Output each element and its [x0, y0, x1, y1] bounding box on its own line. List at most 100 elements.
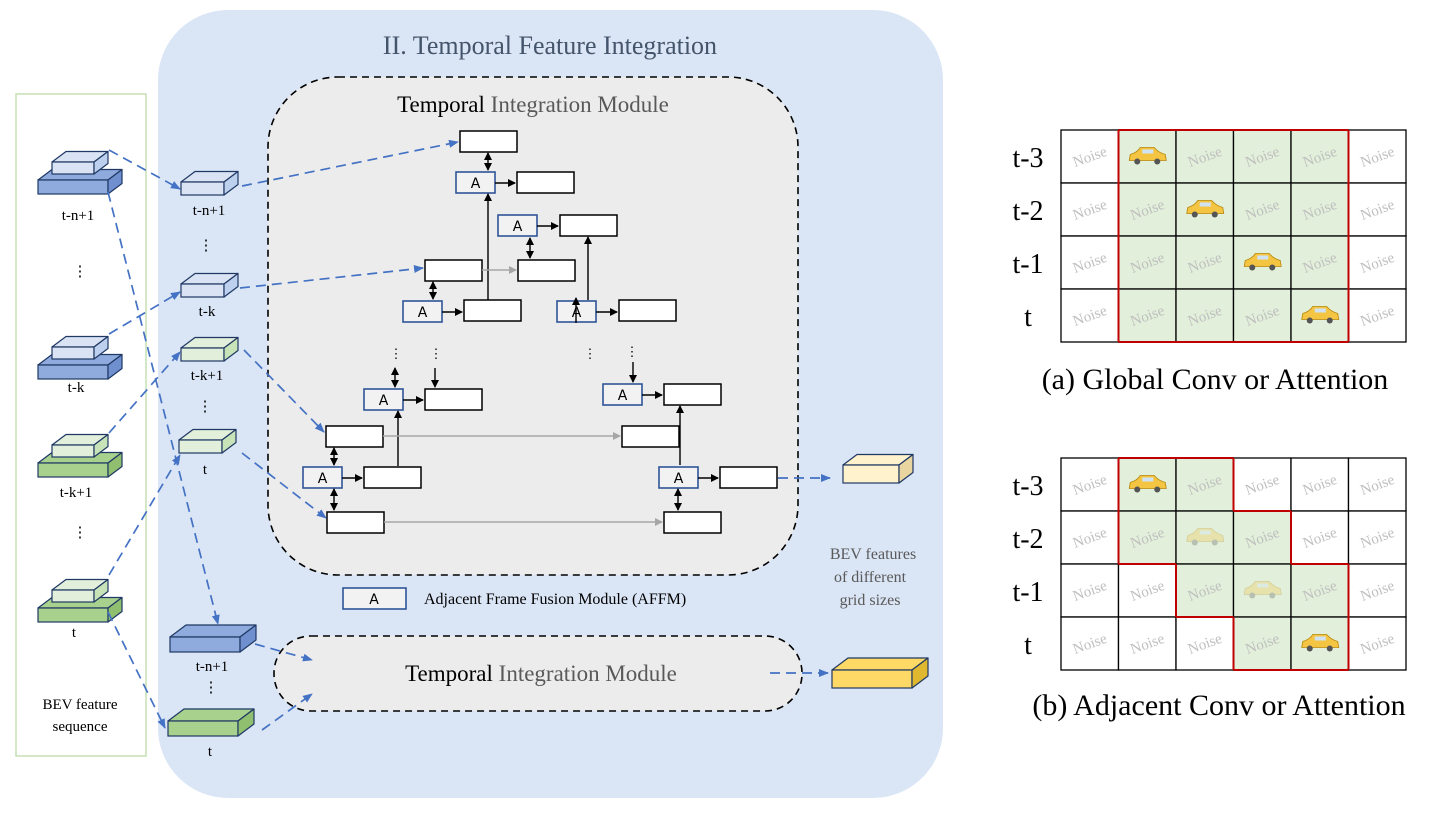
car-window — [1199, 530, 1211, 535]
mid-bottom-label-1: t-n+1 — [196, 659, 229, 675]
cell-bg — [1290, 510, 1350, 565]
grid-cell: Noise — [1232, 182, 1292, 237]
flow-arrow — [108, 149, 181, 190]
car-wheel — [1134, 158, 1141, 165]
car-wheel — [1326, 317, 1333, 324]
slab-side — [93, 433, 109, 458]
car-icon — [1186, 528, 1225, 546]
grid-cell: Noise — [1347, 510, 1407, 565]
slab-side — [898, 453, 914, 484]
feature-box-6 — [463, 299, 522, 322]
slab-front — [180, 181, 225, 196]
middle-inputs — [167, 170, 257, 737]
feature-box-9 — [663, 383, 722, 406]
grid-cell: Noise — [1232, 457, 1292, 512]
grid-cell: Noise — [1175, 235, 1235, 290]
temporal-module-bottom — [273, 635, 803, 712]
cell-bg — [1347, 129, 1407, 184]
grid-cell: Noise — [1060, 616, 1120, 671]
module-vdots-1: ⋮ — [390, 346, 403, 361]
slab-front — [842, 464, 900, 484]
car-wheel — [1269, 264, 1276, 271]
grid-cell: Noise — [1290, 510, 1350, 565]
grid-b-caption: (b) Adjacent Conv or Attention — [1032, 689, 1405, 722]
car-wheel — [1211, 211, 1218, 218]
grid-cell: Noise — [1117, 616, 1177, 671]
feature-box-5 — [517, 259, 576, 282]
left-label-3: t-k+1 — [60, 485, 93, 501]
car-wheel — [1134, 486, 1141, 493]
car-icon — [1186, 200, 1225, 218]
mid-label-2: t-k — [199, 304, 216, 320]
car-wheel — [1306, 317, 1313, 324]
grid-cell: Noise — [1117, 235, 1177, 290]
affm-letter: A — [318, 471, 328, 487]
affm-legend-letter: A — [369, 592, 379, 608]
car-window — [1314, 308, 1326, 313]
feature-box-11 — [621, 425, 680, 448]
flow-arrows — [107, 139, 831, 731]
slab-side — [223, 336, 239, 362]
left-stack-top-3 — [51, 433, 109, 458]
grid-cell: Noise — [1117, 563, 1177, 618]
grid-cell: Noise — [1347, 129, 1407, 184]
car-wheel — [1306, 645, 1313, 652]
output-feature-1 — [842, 453, 914, 484]
grid-cell: Noise — [1347, 288, 1407, 343]
left-stacks — [37, 150, 123, 623]
left-stack-top-1 — [51, 150, 109, 175]
temporal-module-top-title: Temporal Integration Module — [397, 92, 669, 117]
slab-front — [37, 462, 109, 478]
cell-bg — [1060, 510, 1120, 565]
mid-label-1: t-n+1 — [193, 203, 226, 219]
output-caption-2: of different — [834, 569, 907, 586]
module-vdots-4: ⋮ — [626, 344, 639, 359]
cell-bg — [1290, 129, 1350, 184]
cell-bg — [1347, 563, 1407, 618]
left-label-1: t-n+1 — [62, 208, 95, 224]
slab-front — [51, 346, 95, 360]
slab-front — [37, 607, 109, 623]
cell-bg — [1232, 182, 1292, 237]
slab-front — [180, 283, 225, 298]
grid-cell: Noise — [1290, 129, 1350, 184]
car-body — [1301, 634, 1340, 648]
feature-box-1 — [459, 130, 518, 153]
car-icon — [1301, 306, 1340, 324]
grid-cell — [1290, 288, 1350, 343]
left-stack-top-4 — [51, 578, 109, 603]
slab-front — [51, 161, 95, 175]
panel-title: II. Temporal Feature Integration — [383, 31, 717, 60]
grid-cell — [1290, 616, 1350, 671]
car-window — [1199, 202, 1211, 207]
grid-cell: Noise — [1290, 457, 1350, 512]
mid-input-3 — [180, 336, 239, 362]
output-caption-1: BEV features — [830, 546, 916, 563]
grid-cell: Noise — [1347, 182, 1407, 237]
grid-cell: Noise — [1060, 235, 1120, 290]
grid-a-caption: (a) Global Conv or Attention — [1042, 363, 1389, 396]
left-vdots-2: ⋮ — [73, 525, 88, 541]
left-vdots-1: ⋮ — [73, 264, 88, 280]
car-icon — [1128, 147, 1167, 165]
feature-box-8 — [424, 388, 483, 411]
flow-arrow — [108, 291, 181, 335]
grid-cell: Noise — [1232, 616, 1292, 671]
cell-bg — [1175, 457, 1235, 512]
affm-legend-text: Adjacent Frame Fusion Module (AFFM) — [424, 591, 686, 608]
cell-bg — [1347, 182, 1407, 237]
cell-bg — [1347, 288, 1407, 343]
flow-arrow — [243, 349, 325, 433]
left-label-2: t-k — [68, 380, 85, 396]
grid-cell: Noise — [1347, 563, 1407, 618]
grid-cell — [1175, 510, 1235, 565]
grid-cell: Noise — [1175, 563, 1235, 618]
car-wheel — [1249, 592, 1256, 599]
grid-cell: Noise — [1117, 288, 1177, 343]
slab-side — [237, 708, 255, 737]
grid-cell: Noise — [1060, 182, 1120, 237]
grid-cell: Noise — [1060, 288, 1120, 343]
flow-arrow — [241, 452, 327, 519]
slab-front — [178, 439, 223, 454]
